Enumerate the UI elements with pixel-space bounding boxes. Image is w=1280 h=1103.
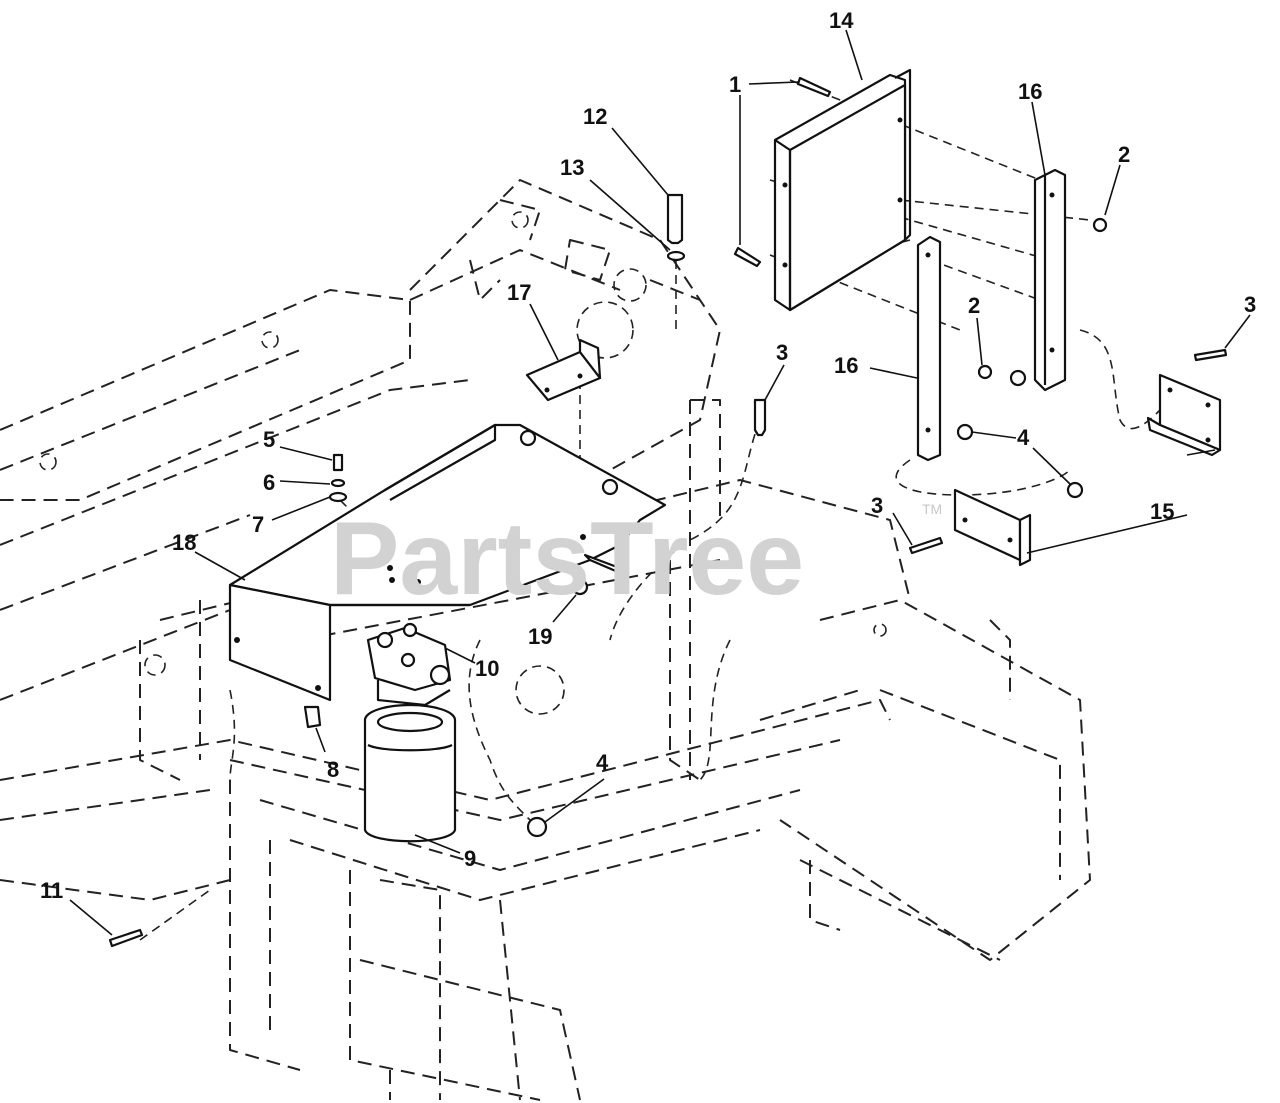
callout-2: 2 bbox=[968, 293, 980, 318]
oil-cooler bbox=[773, 68, 912, 312]
callout-13: 13 bbox=[560, 155, 584, 180]
filter-mount-plate bbox=[228, 423, 667, 702]
mounting-bracket-lower bbox=[953, 488, 1032, 567]
callout-14: 14 bbox=[829, 8, 854, 33]
callout-15: 15 bbox=[1150, 499, 1174, 524]
callout-11: 11 bbox=[40, 878, 63, 903]
angle-bracket bbox=[525, 338, 602, 402]
callout-16: 16 bbox=[1018, 79, 1042, 104]
callout-7: 7 bbox=[252, 512, 264, 537]
callout-19: 19 bbox=[528, 624, 552, 649]
callout-4: 4 bbox=[1017, 425, 1030, 450]
callout-6: 6 bbox=[263, 470, 275, 495]
callout-2: 2 bbox=[1118, 142, 1130, 167]
callout-18: 18 bbox=[172, 530, 196, 555]
hardware bbox=[108, 76, 1228, 948]
callout-1: 1 bbox=[729, 72, 741, 97]
callout-17: 17 bbox=[507, 280, 531, 305]
watermark-trademark: TM bbox=[922, 501, 942, 517]
leader-lines bbox=[69, 29, 1251, 936]
callout-8: 8 bbox=[327, 757, 339, 782]
callout-4: 4 bbox=[596, 750, 609, 775]
mounting-bracket-upper bbox=[1146, 373, 1222, 457]
callout-3: 3 bbox=[776, 340, 788, 365]
callout-12: 12 bbox=[583, 104, 607, 129]
watermark: PartsTree TM bbox=[330, 501, 942, 617]
callout-labels: 1 2 2 3 3 3 4 4 5 6 7 8 9 10 11 12 13 14… bbox=[40, 8, 1256, 903]
callout-5: 5 bbox=[263, 427, 275, 452]
side-bracket-right bbox=[1033, 168, 1067, 392]
phantom-frame bbox=[0, 79, 1161, 1101]
watermark-brand: PartsTree bbox=[330, 501, 804, 617]
side-bracket-left bbox=[916, 235, 942, 462]
callout-9: 9 bbox=[464, 846, 476, 871]
callout-3: 3 bbox=[871, 493, 883, 518]
callout-10: 10 bbox=[475, 656, 499, 681]
filter-cartridge bbox=[363, 703, 457, 843]
callout-3: 3 bbox=[1244, 292, 1256, 317]
filter-head bbox=[366, 622, 452, 707]
callout-16: 16 bbox=[834, 353, 858, 378]
